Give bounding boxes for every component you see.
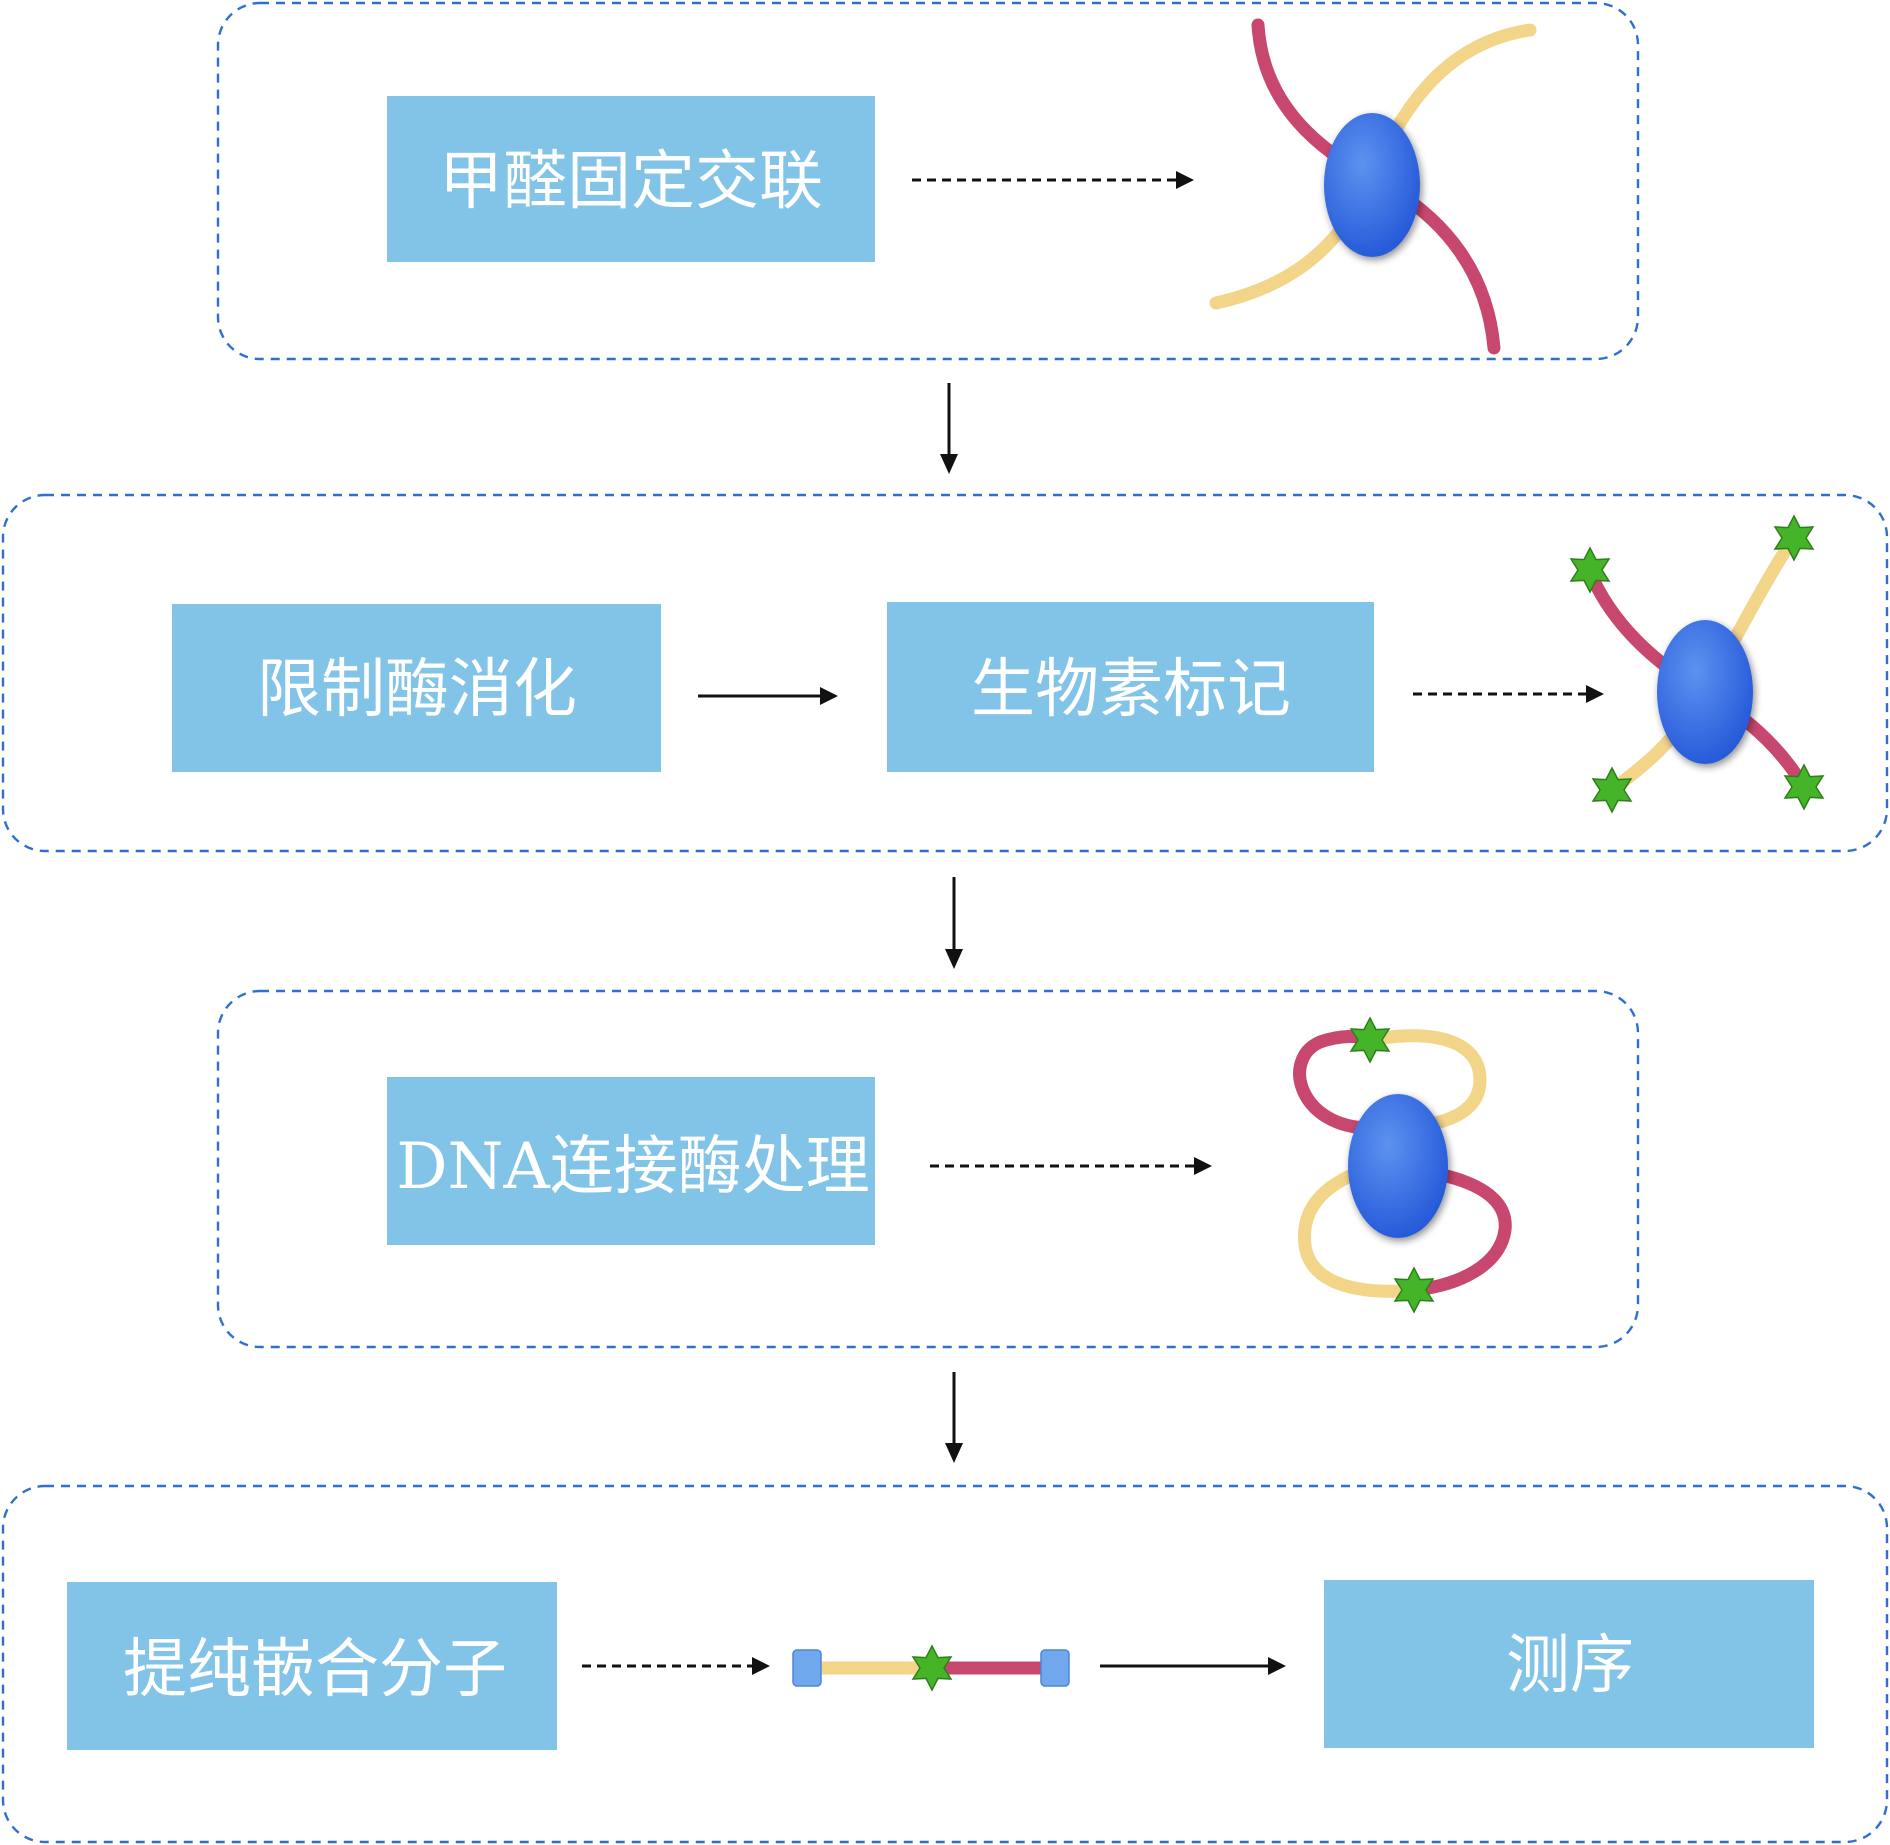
stage-4-border [1, 1484, 1889, 1844]
dashed-arrow-3-head [1194, 1157, 1212, 1175]
stage-4-purify-sequence: 提纯嵌合分子 测序 [1, 1484, 1889, 1844]
protein-icon [1657, 620, 1753, 764]
dna-loop-yellow-bottom [1297, 1161, 1422, 1298]
stage-3-ligation: DNA连接酶处理 [216, 989, 1640, 1349]
stage-2-border [1, 493, 1889, 853]
step-formaldehyde-crosslink [387, 96, 875, 262]
step-purify-chimera [67, 1582, 557, 1750]
step-formaldehyde-crosslink-label: 甲醛固定交联 [439, 145, 823, 219]
protein-icon [1348, 1094, 1448, 1238]
stage-2-digest-label: 限制酶消化 生物素标记 [1, 493, 1889, 853]
molecule-end-cap-icon [792, 1649, 822, 1687]
solid-arrow-4-head [1268, 1657, 1286, 1675]
step-restriction-digest [172, 604, 661, 772]
step-sequencing-label: 测序 [1506, 1629, 1634, 1703]
biotin-labeled-complex-icon [1570, 515, 1824, 813]
stage-1-border [216, 1, 1640, 361]
protein-icon [1324, 113, 1420, 257]
step-purify-chimera-label: 提纯嵌合分子 [123, 1633, 507, 1707]
stage-3-border [216, 989, 1640, 1349]
down-arrow-3 [945, 1372, 963, 1463]
dashed-arrow-2-head [1586, 685, 1604, 703]
step-dna-ligase [387, 1077, 875, 1245]
down-arrow-2 [945, 877, 963, 969]
chimeric-molecule-icon [792, 1645, 1070, 1691]
step-biotin-label [887, 602, 1374, 772]
dna-loop-red-top [1293, 1030, 1379, 1135]
dashed-arrow-4-head [752, 1657, 770, 1675]
crosslinked-complex-icon [1209, 18, 1537, 355]
ligated-loop-complex-icon [1293, 1017, 1512, 1313]
step-restriction-digest-label: 限制酶消化 [257, 653, 577, 727]
molecule-end-cap-icon [1040, 1649, 1070, 1687]
step-biotin-label-text: 生物素标记 [971, 653, 1291, 727]
down-arrow-1 [940, 383, 958, 474]
step-dna-ligase-label: DNA连接酶处理 [396, 1130, 870, 1204]
solid-arrow-2-head [820, 687, 838, 705]
step-sequencing [1324, 1580, 1814, 1748]
stage-1-crosslink: 甲醛固定交联 [216, 1, 1640, 361]
dashed-arrow-1-head [1176, 171, 1194, 189]
